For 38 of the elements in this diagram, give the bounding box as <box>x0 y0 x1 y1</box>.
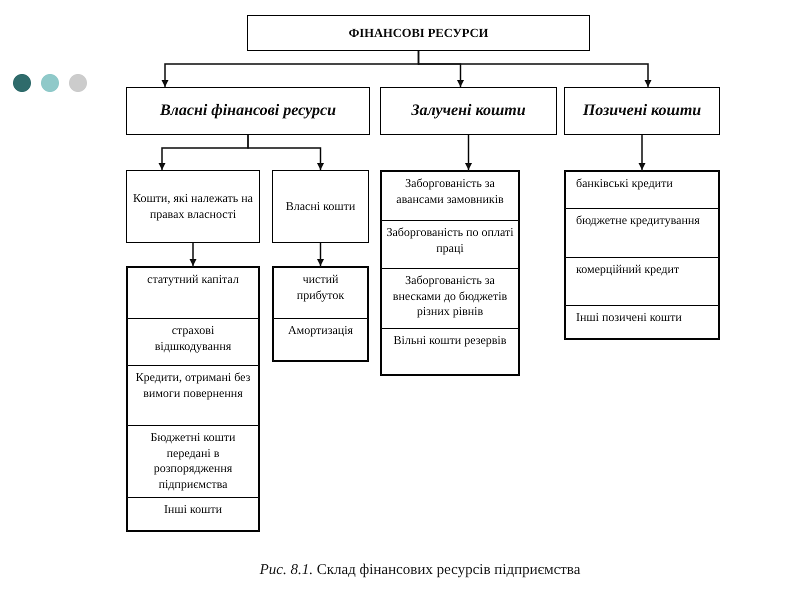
node-label: Інші кошти <box>162 502 224 518</box>
node-label: Залучені кошти <box>410 100 527 121</box>
node-label: Інші позичені кошти <box>575 310 683 326</box>
node-label: страхові відшкодування <box>154 323 232 354</box>
arrow <box>317 243 324 266</box>
arrow <box>638 135 646 170</box>
category-box <box>564 87 720 135</box>
list-box <box>380 170 520 376</box>
node-label: Власні фінансові ресурси <box>158 100 338 121</box>
node-label: банківські кредити <box>575 176 674 192</box>
list-box <box>126 266 260 532</box>
arrow <box>247 135 324 170</box>
node-label: Заборгованість за внесками до бюджетів різних рівнів <box>392 273 508 320</box>
node-label: Вільні кошти резервів <box>392 333 508 349</box>
node-label: Кошти, які належать на правах власності <box>132 190 254 222</box>
process-box <box>126 170 260 243</box>
node-label: бюджетне кредитування <box>575 213 701 229</box>
list-box <box>272 266 369 362</box>
node-label: комерційний кредит <box>575 262 680 278</box>
category-box <box>380 87 557 135</box>
arrow <box>190 243 196 266</box>
node-label: Заборгованість за авансами замовників <box>395 176 505 208</box>
node-label: Бюджетні кошти передані в розпорядження підприємства <box>150 430 236 492</box>
process-box <box>247 15 590 51</box>
node-label: чистий прибуток <box>296 272 346 304</box>
arrow <box>465 135 472 170</box>
figure-caption: Рис. 8.1. Склад фінансових ресурсів підприємства <box>258 562 582 579</box>
category-box <box>126 87 370 135</box>
node-label: Позичені кошти <box>582 100 702 121</box>
node-label: Кредити, отримані без вимоги повернення <box>134 370 252 402</box>
list-box <box>564 170 720 340</box>
process-box <box>272 170 369 243</box>
node-label: Власні кошти <box>284 198 356 214</box>
node-label: ФІНАНСОВІ РЕСУРСИ <box>348 24 490 42</box>
node-label: Амортизація <box>286 323 354 339</box>
node-label: статутний капітал <box>146 272 240 288</box>
arrow <box>418 51 652 87</box>
node-label: Заборгованість по оплаті праці <box>385 225 515 256</box>
